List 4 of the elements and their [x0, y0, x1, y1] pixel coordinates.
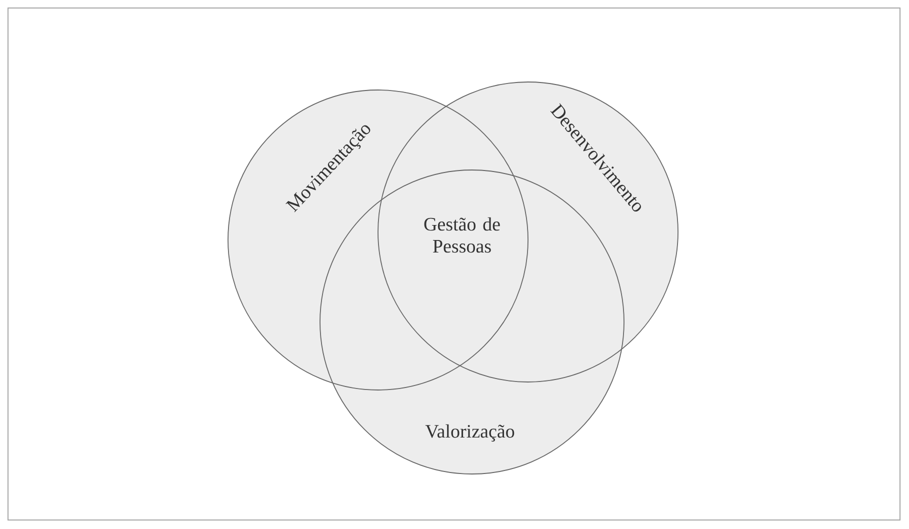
venn-circle — [378, 82, 678, 382]
venn-circle — [228, 90, 528, 390]
circle-label: Valorização — [425, 424, 514, 442]
center-label: Gestão de Pessoas — [424, 217, 500, 253]
